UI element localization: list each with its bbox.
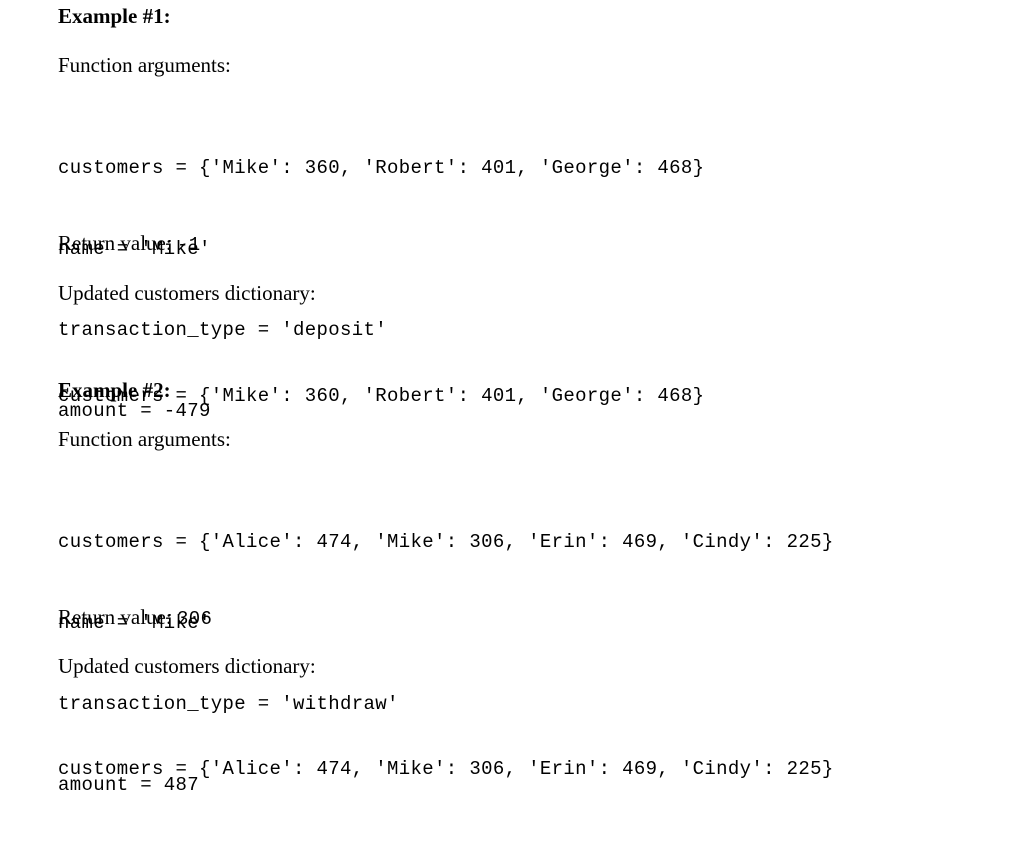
return-value: -1 — [176, 234, 201, 256]
example-2-args-label: Function arguments: — [58, 427, 231, 451]
return-value: 306 — [176, 608, 213, 630]
example-1-args-label: Function arguments: — [58, 53, 231, 77]
example-1-updated-label: Updated customers dictionary: — [58, 281, 316, 305]
code-line: transaction_type = 'deposit' — [58, 319, 388, 341]
code-line: customers = {'Mike': 360, 'Robert': 401,… — [58, 385, 705, 407]
example-1-args-code: customers = {'Mike': 360, 'Robert': 401,… — [58, 101, 704, 479]
code-line: amount = -479 — [58, 400, 211, 422]
code-line: name = 'Mike' — [58, 612, 211, 634]
example-1-updated-code: customers = {'Mike': 360, 'Robert': 401,… — [58, 329, 704, 464]
code-line: name = 'Mike' — [58, 238, 211, 260]
code-line: customers = {'Alice': 474, 'Mike': 306, … — [58, 758, 834, 780]
example-1-title: Example #1: — [58, 4, 171, 28]
return-label: Return value: — [58, 231, 177, 255]
code-line: transaction_type = 'withdraw' — [58, 693, 399, 715]
example-2-updated-code: customers = {'Alice': 474, 'Mike': 306, … — [58, 702, 834, 837]
return-label: Return value: — [58, 605, 177, 629]
example-2-updated-label: Updated customers dictionary: — [58, 654, 316, 678]
example-2-title: Example #2: — [58, 378, 171, 402]
example-2-return: Return value: 306 — [58, 605, 212, 631]
example-1-return: Return value: -1 — [58, 231, 200, 257]
code-line: customers = {'Mike': 360, 'Robert': 401,… — [58, 157, 705, 179]
example-2-args-code: customers = {'Alice': 474, 'Mike': 306, … — [58, 475, 834, 853]
code-line: customers = {'Alice': 474, 'Mike': 306, … — [58, 531, 834, 553]
